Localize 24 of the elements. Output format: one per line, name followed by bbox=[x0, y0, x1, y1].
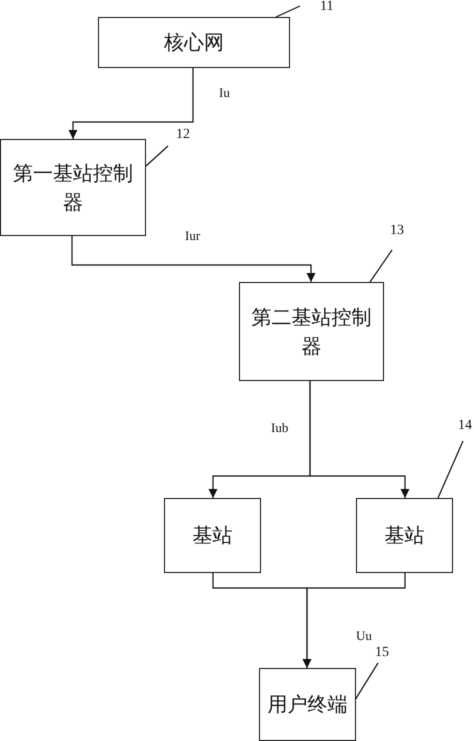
callout-number: 14 bbox=[458, 419, 472, 433]
leader-line bbox=[276, 5, 300, 18]
process-box: 基站 bbox=[356, 498, 453, 573]
leader-line bbox=[354, 662, 379, 700]
process-box: 核心网 bbox=[98, 17, 290, 68]
process-box: 第一基站控制器 bbox=[0, 139, 146, 236]
edge-label: Iu bbox=[218, 86, 231, 99]
leader-line bbox=[370, 250, 392, 282]
process-box: 用户终端 bbox=[259, 668, 356, 741]
arrow bbox=[68, 68, 194, 139]
leader-line bbox=[146, 146, 168, 166]
arrow bbox=[309, 381, 410, 498]
process-box: 第二基站控制器 bbox=[239, 282, 384, 381]
edge-label: Iur bbox=[184, 229, 202, 242]
arrow bbox=[302, 573, 406, 668]
arrow bbox=[71, 236, 316, 282]
process-box: 基站 bbox=[164, 498, 261, 573]
callout-number: 11 bbox=[320, 0, 334, 14]
callout-number: 13 bbox=[390, 224, 404, 238]
edge-label: Iub bbox=[270, 421, 290, 434]
leader-line bbox=[437, 440, 464, 498]
callout-number: 12 bbox=[176, 128, 190, 142]
edge-label: Uu bbox=[355, 629, 373, 642]
callout-number: 15 bbox=[375, 646, 389, 660]
